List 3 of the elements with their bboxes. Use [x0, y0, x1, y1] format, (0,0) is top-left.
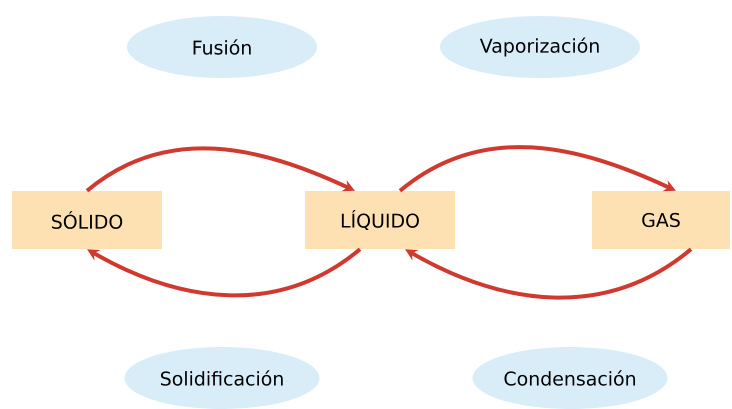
- state-box: SÓLIDO: [12, 191, 162, 249]
- state-box: GAS: [592, 191, 730, 249]
- state-box: LÍQUIDO: [305, 191, 455, 249]
